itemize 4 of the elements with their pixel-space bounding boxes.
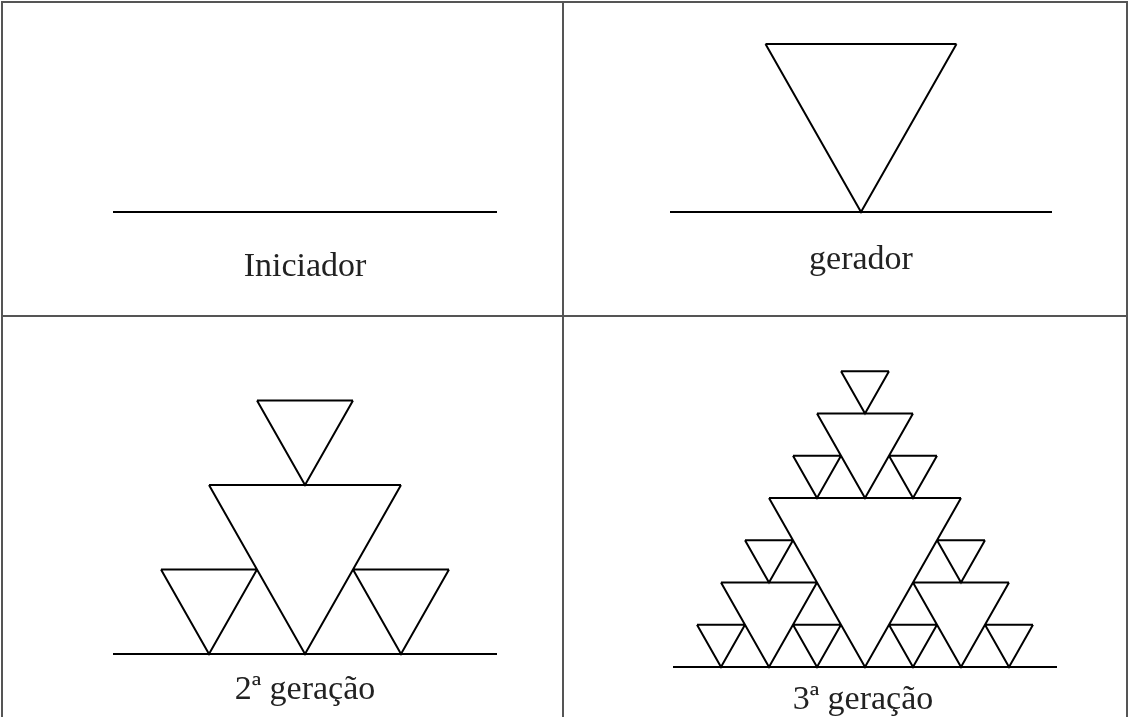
cell-label: 3ª geração (792, 681, 934, 715)
cell-label: 2ª geração (234, 671, 376, 705)
cell-label: Iniciador (243, 248, 367, 282)
cell-label: gerador (809, 241, 913, 275)
